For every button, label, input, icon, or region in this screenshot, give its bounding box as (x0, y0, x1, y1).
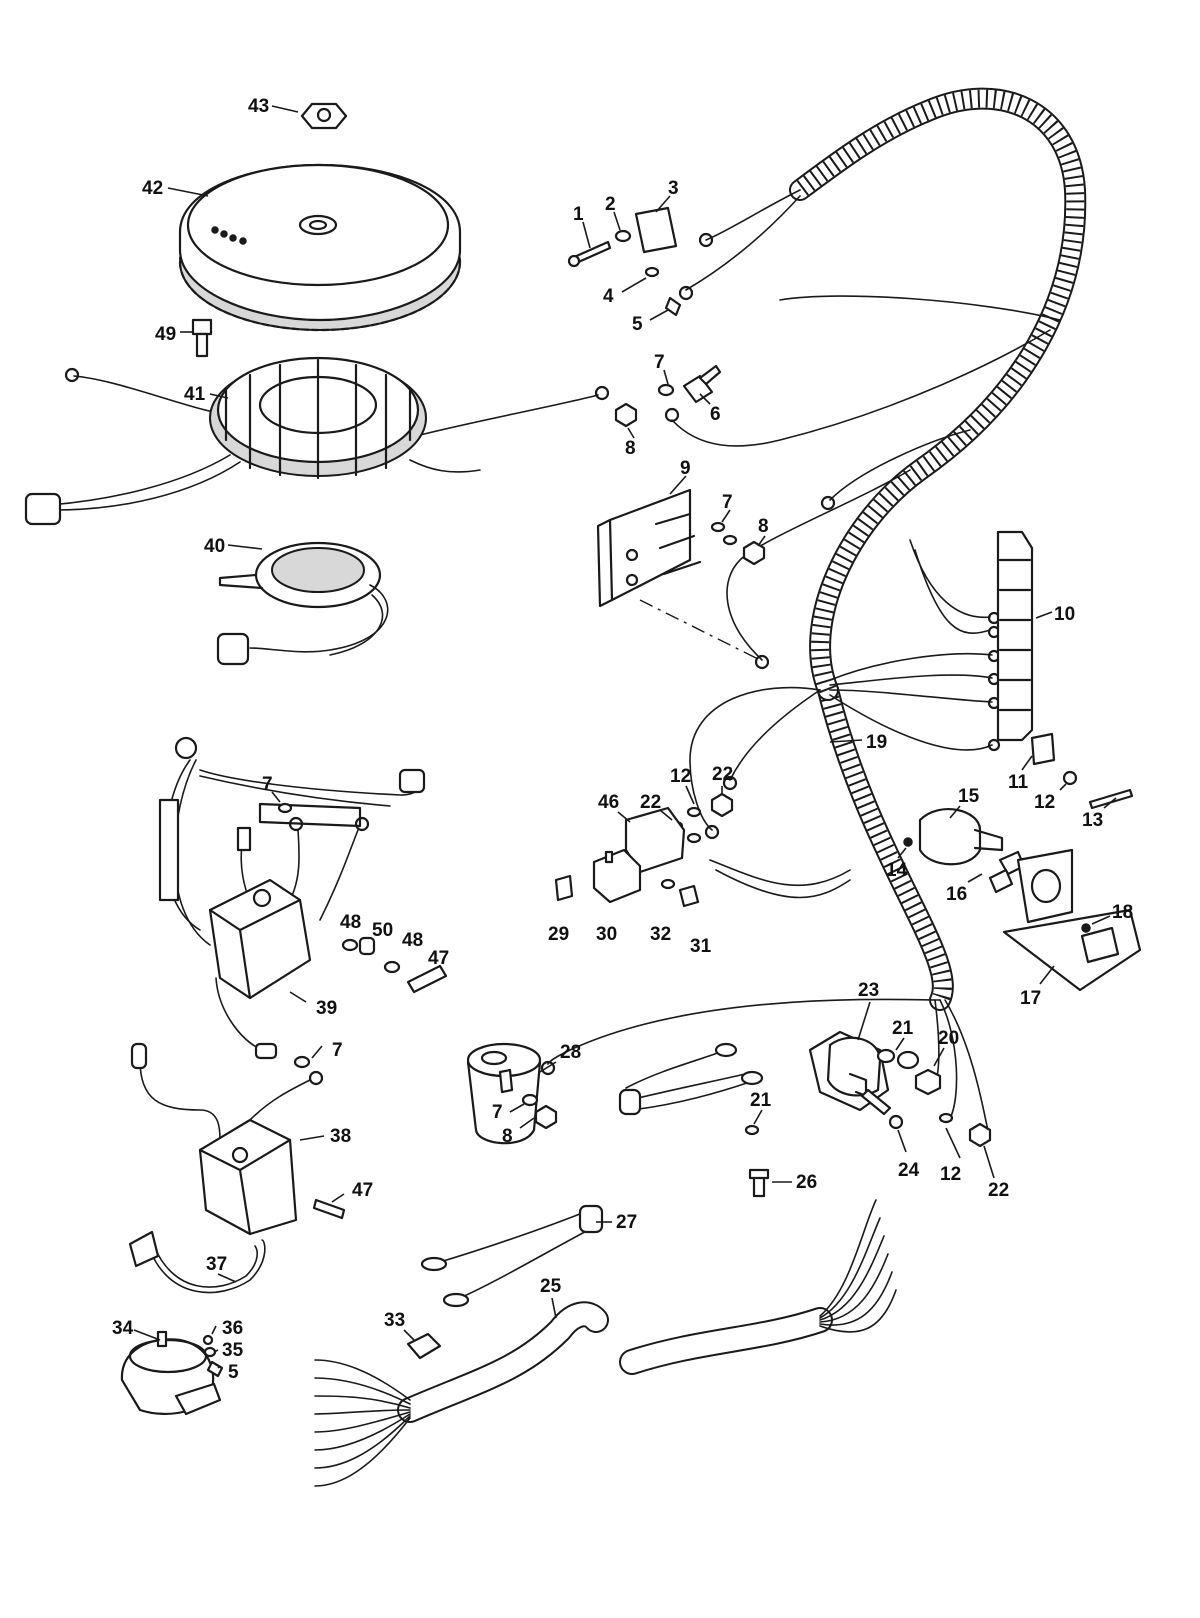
ignition-module (130, 1042, 346, 1236)
callout-29: 29 (548, 924, 569, 945)
stator (24, 356, 610, 526)
callout-3: 3 (668, 178, 679, 199)
callout-5: 5 (632, 314, 643, 335)
sender-gauge (120, 1325, 224, 1416)
flywheel-nut (271, 102, 348, 130)
harness-leader (829, 739, 863, 743)
callout-8: 8 (625, 438, 636, 459)
power-pack (158, 736, 448, 1060)
callout-7c: 7 (262, 774, 273, 795)
callout-18: 18 (1112, 902, 1133, 923)
rectifier (596, 475, 766, 661)
callout-10: 10 (1054, 604, 1075, 625)
callout-48b: 48 (402, 930, 423, 951)
callout-22: 22 (712, 764, 733, 785)
callout-32: 32 (650, 924, 671, 945)
callout-8b: 8 (758, 516, 769, 537)
callout-50: 50 (372, 920, 393, 941)
callout-41: 41 (184, 384, 206, 405)
timer-base (216, 541, 389, 666)
callout-7e: 7 (492, 1102, 503, 1123)
wiring-harness (540, 87, 1087, 1141)
callout-31: 31 (690, 936, 712, 957)
callout-33: 33 (384, 1310, 405, 1331)
spark-plug-lead (128, 1230, 266, 1294)
callout-26: 26 (796, 1172, 817, 1193)
callout-7d: 7 (332, 1040, 343, 1061)
callout-labels: 1 2 3 4 5 6 7 8 9 7 8 10 11 12 13 19 12 … (112, 96, 1133, 1383)
callout-6: 6 (710, 404, 721, 425)
callout-11: 11 (1008, 772, 1029, 793)
callout-47b: 47 (352, 1180, 373, 1201)
callout-21: 21 (892, 1018, 914, 1039)
callout-4: 4 (603, 286, 614, 307)
callout-49: 49 (155, 324, 176, 345)
callout-12b: 12 (670, 766, 691, 787)
callout-30: 30 (596, 924, 617, 945)
starter-solenoid (808, 1001, 995, 1179)
callout-40: 40 (204, 536, 225, 557)
callout-36: 36 (222, 1318, 243, 1339)
callout-17: 17 (1020, 988, 1041, 1009)
callout-28: 28 (560, 1042, 581, 1063)
callout-7: 7 (654, 352, 665, 373)
flywheel (167, 163, 462, 332)
callout-8c: 8 (502, 1126, 513, 1147)
callout-14: 14 (886, 860, 908, 881)
callout-22b: 22 (640, 792, 661, 813)
callout-5b: 5 (228, 1362, 239, 1383)
switch-assembly (567, 195, 682, 321)
callout-47: 47 (428, 948, 449, 969)
callout-38: 38 (330, 1126, 351, 1147)
callout-25: 25 (540, 1276, 562, 1297)
cable-clamp (403, 1329, 442, 1360)
callout-12: 12 (1034, 792, 1055, 813)
sender-assembly (614, 364, 722, 439)
callout-48: 48 (340, 912, 361, 933)
callout-9: 9 (680, 458, 691, 479)
stator-bolt (180, 318, 213, 358)
callout-19: 19 (866, 732, 887, 753)
switch-plate (1002, 848, 1142, 992)
callout-39: 39 (316, 998, 337, 1019)
callout-37: 37 (206, 1254, 227, 1275)
callout-15: 15 (958, 786, 980, 807)
callout-2: 2 (605, 194, 616, 215)
ignition-switch (897, 805, 1026, 894)
terminal-block (996, 530, 1134, 810)
callout-1: 1 (573, 204, 584, 225)
battery-cables (420, 1042, 792, 1308)
callout-22c: 22 (988, 1180, 1009, 1201)
callout-24: 24 (898, 1160, 920, 1181)
callout-7b: 7 (722, 492, 733, 513)
callout-23: 23 (858, 980, 879, 1001)
callout-21b: 21 (750, 1090, 772, 1111)
callout-20: 20 (938, 1028, 959, 1049)
main-cable (314, 1199, 897, 1487)
callout-42: 42 (142, 178, 163, 199)
callout-43: 43 (248, 96, 269, 117)
callout-16: 16 (946, 884, 967, 905)
callout-46: 46 (598, 792, 619, 813)
callout-13: 13 (1082, 810, 1103, 831)
callout-34: 34 (112, 1318, 134, 1339)
callout-35: 35 (222, 1340, 244, 1361)
choke-solenoid-assembly (554, 785, 734, 908)
choke-coil (466, 1042, 558, 1145)
callout-12c: 12 (940, 1164, 961, 1185)
callout-27: 27 (616, 1212, 637, 1233)
